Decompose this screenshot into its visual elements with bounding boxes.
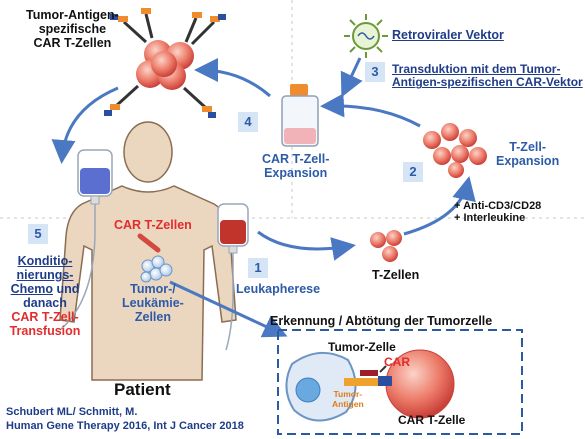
car-t-cells-in-body-label: CAR T-Zellen xyxy=(114,218,192,232)
car-t-cell-cluster xyxy=(104,8,226,118)
step-5-number: 5 xyxy=(28,224,48,244)
arrow-to-car-t xyxy=(194,58,271,98)
inset-tumor-antigen-label: Tumor- Antigen xyxy=(332,389,364,409)
arrow-expansion xyxy=(403,176,476,236)
step-4-number: 4 xyxy=(238,112,258,132)
arrow-vector xyxy=(340,57,363,98)
recognition-title: Erkennung / Abtötung der Tumorzelle xyxy=(270,314,493,328)
t-cells-label: T-Zellen xyxy=(372,268,420,282)
inset-tumor-cell-label: Tumor-Zelle xyxy=(328,340,396,354)
step-1-number: 1 xyxy=(248,258,268,278)
t-cells-small xyxy=(370,230,402,262)
inset-car-receptor xyxy=(344,365,392,386)
step-2-number: 2 xyxy=(403,162,423,182)
inset-car-label: CAR xyxy=(384,355,410,369)
stimulation-text: + Anti-CD3/CD28 + Interleukine xyxy=(454,200,542,225)
patient-label: Patient xyxy=(114,380,171,399)
car-t-cells-title: Tumor-Antigen- spezifische CAR T-Zellen xyxy=(26,8,119,50)
inset-box xyxy=(277,329,523,435)
iv-bag-red xyxy=(217,203,249,351)
retrovirus-icon xyxy=(344,14,388,58)
inset-tumor-cell xyxy=(285,352,357,422)
step-2-text: T-Zell- Expansion xyxy=(496,140,560,168)
arrow-transfusion xyxy=(51,86,119,164)
step-4-text: CAR T-Zell- Expansion xyxy=(262,152,330,180)
retroviral-vector-label: Retroviraler Vektor xyxy=(392,28,504,42)
culture-flask xyxy=(281,84,319,147)
iv-bag-blue xyxy=(59,149,113,331)
vessel xyxy=(137,233,161,253)
arrow-leukapheresis xyxy=(257,230,356,261)
tumor-cells-label: Tumor-/ Leukämie- Zellen xyxy=(122,282,184,324)
step-1-text: Leukapherese xyxy=(236,282,321,296)
step-3-number: 3 xyxy=(365,62,385,82)
inset-car-t-cell-label: CAR T-Zelle xyxy=(398,413,466,427)
step-3-text: Transduktion mit dem Tumor- Antigen-spez… xyxy=(392,62,583,90)
tumor-cells-cluster xyxy=(140,255,173,283)
arrow-to-inset xyxy=(169,280,288,338)
arrow-to-flask xyxy=(320,93,421,128)
citation: Schubert ML/ Schmitt, M. Human Gene Ther… xyxy=(6,406,244,433)
t-cell-expansion-cluster xyxy=(423,123,487,178)
step-5-text: Konditio- nierungs- Chemo und danach CAR… xyxy=(9,254,81,338)
